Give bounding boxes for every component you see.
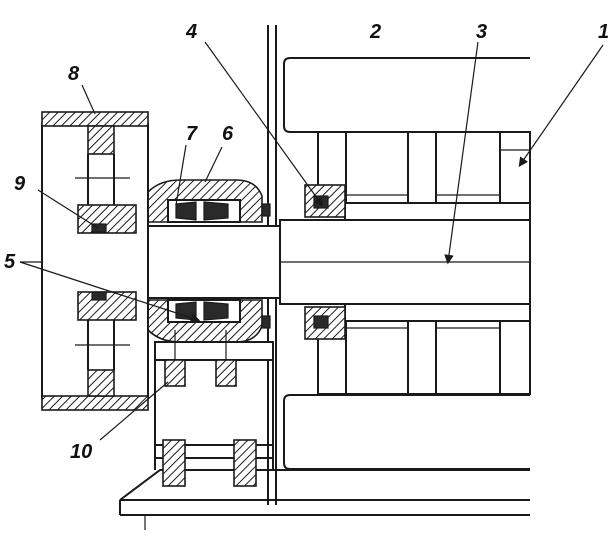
bearing-housing-upper xyxy=(147,179,263,223)
bearing-cap-bolts xyxy=(261,203,271,329)
housing-top xyxy=(283,57,530,133)
callout-9: 9 xyxy=(14,173,26,195)
callout-1: 1 xyxy=(598,21,609,43)
pulley-hub xyxy=(77,204,137,321)
bearing-rollers-lower xyxy=(167,299,241,323)
housing-bottom xyxy=(283,394,530,470)
callout-4: 4 xyxy=(185,21,197,43)
callout-3: 3 xyxy=(476,21,487,43)
leader-lines xyxy=(19,41,604,441)
seal-lower xyxy=(304,306,346,340)
callout-5: 5 xyxy=(4,251,16,273)
callout-6: 6 xyxy=(222,123,234,145)
callout-10: 10 xyxy=(70,441,92,463)
roller-rings-lower xyxy=(317,311,531,395)
pulley xyxy=(41,111,149,411)
spacer-lower xyxy=(344,303,531,322)
callout-7: 7 xyxy=(186,123,198,145)
foundation-bolts xyxy=(162,330,257,487)
callout-2: 2 xyxy=(369,21,381,43)
callout-labels: 1 2 3 4 5 6 7 8 9 10 xyxy=(4,21,609,463)
roller-rings-upper xyxy=(317,131,531,213)
bearing-rollers-upper xyxy=(167,199,241,223)
spacer-upper xyxy=(344,202,531,221)
callout-8: 8 xyxy=(68,63,80,85)
